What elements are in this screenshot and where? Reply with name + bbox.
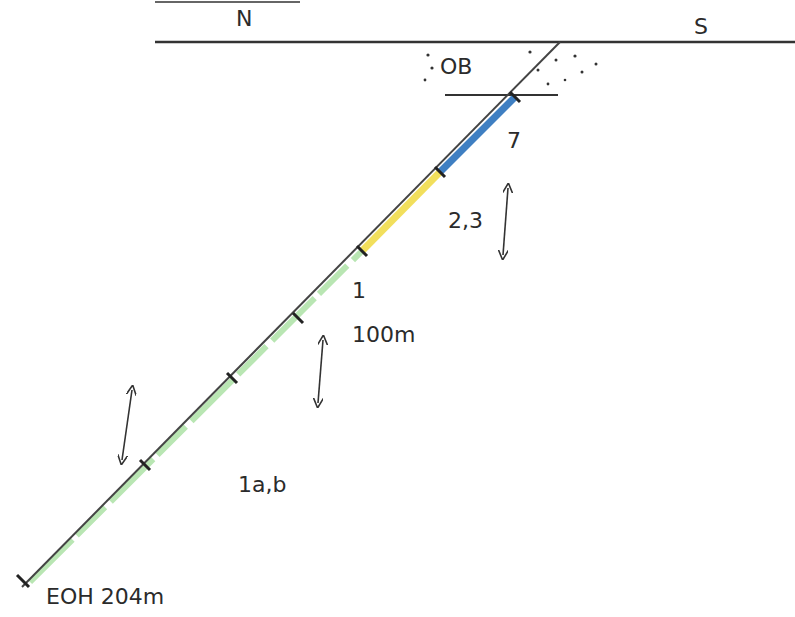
overburden-dots (424, 50, 598, 85)
range-arrow (503, 188, 508, 255)
range-arrow (318, 340, 323, 403)
drill-hole-trace (22, 42, 560, 587)
unit-2-3-interval (362, 172, 440, 251)
ground-line (155, 41, 795, 44)
callout-number: 1a,b (238, 472, 286, 497)
callout-number: 1 (352, 278, 366, 303)
direction-label: S (694, 14, 708, 39)
frame-line (155, 1, 300, 3)
callout-number: 2,3 (448, 208, 483, 233)
unit-7-interval (440, 97, 515, 172)
range-arrow (122, 390, 132, 460)
depth-label: EOH 204m (46, 584, 164, 609)
unit-label: OB (437, 54, 475, 79)
direction-label: N (236, 6, 252, 31)
interval-ticks (17, 92, 520, 587)
callout-number: 7 (507, 128, 521, 153)
depth-label: 100m (352, 322, 415, 347)
unit-1-interval (30, 251, 362, 582)
overburden-base (445, 94, 558, 96)
